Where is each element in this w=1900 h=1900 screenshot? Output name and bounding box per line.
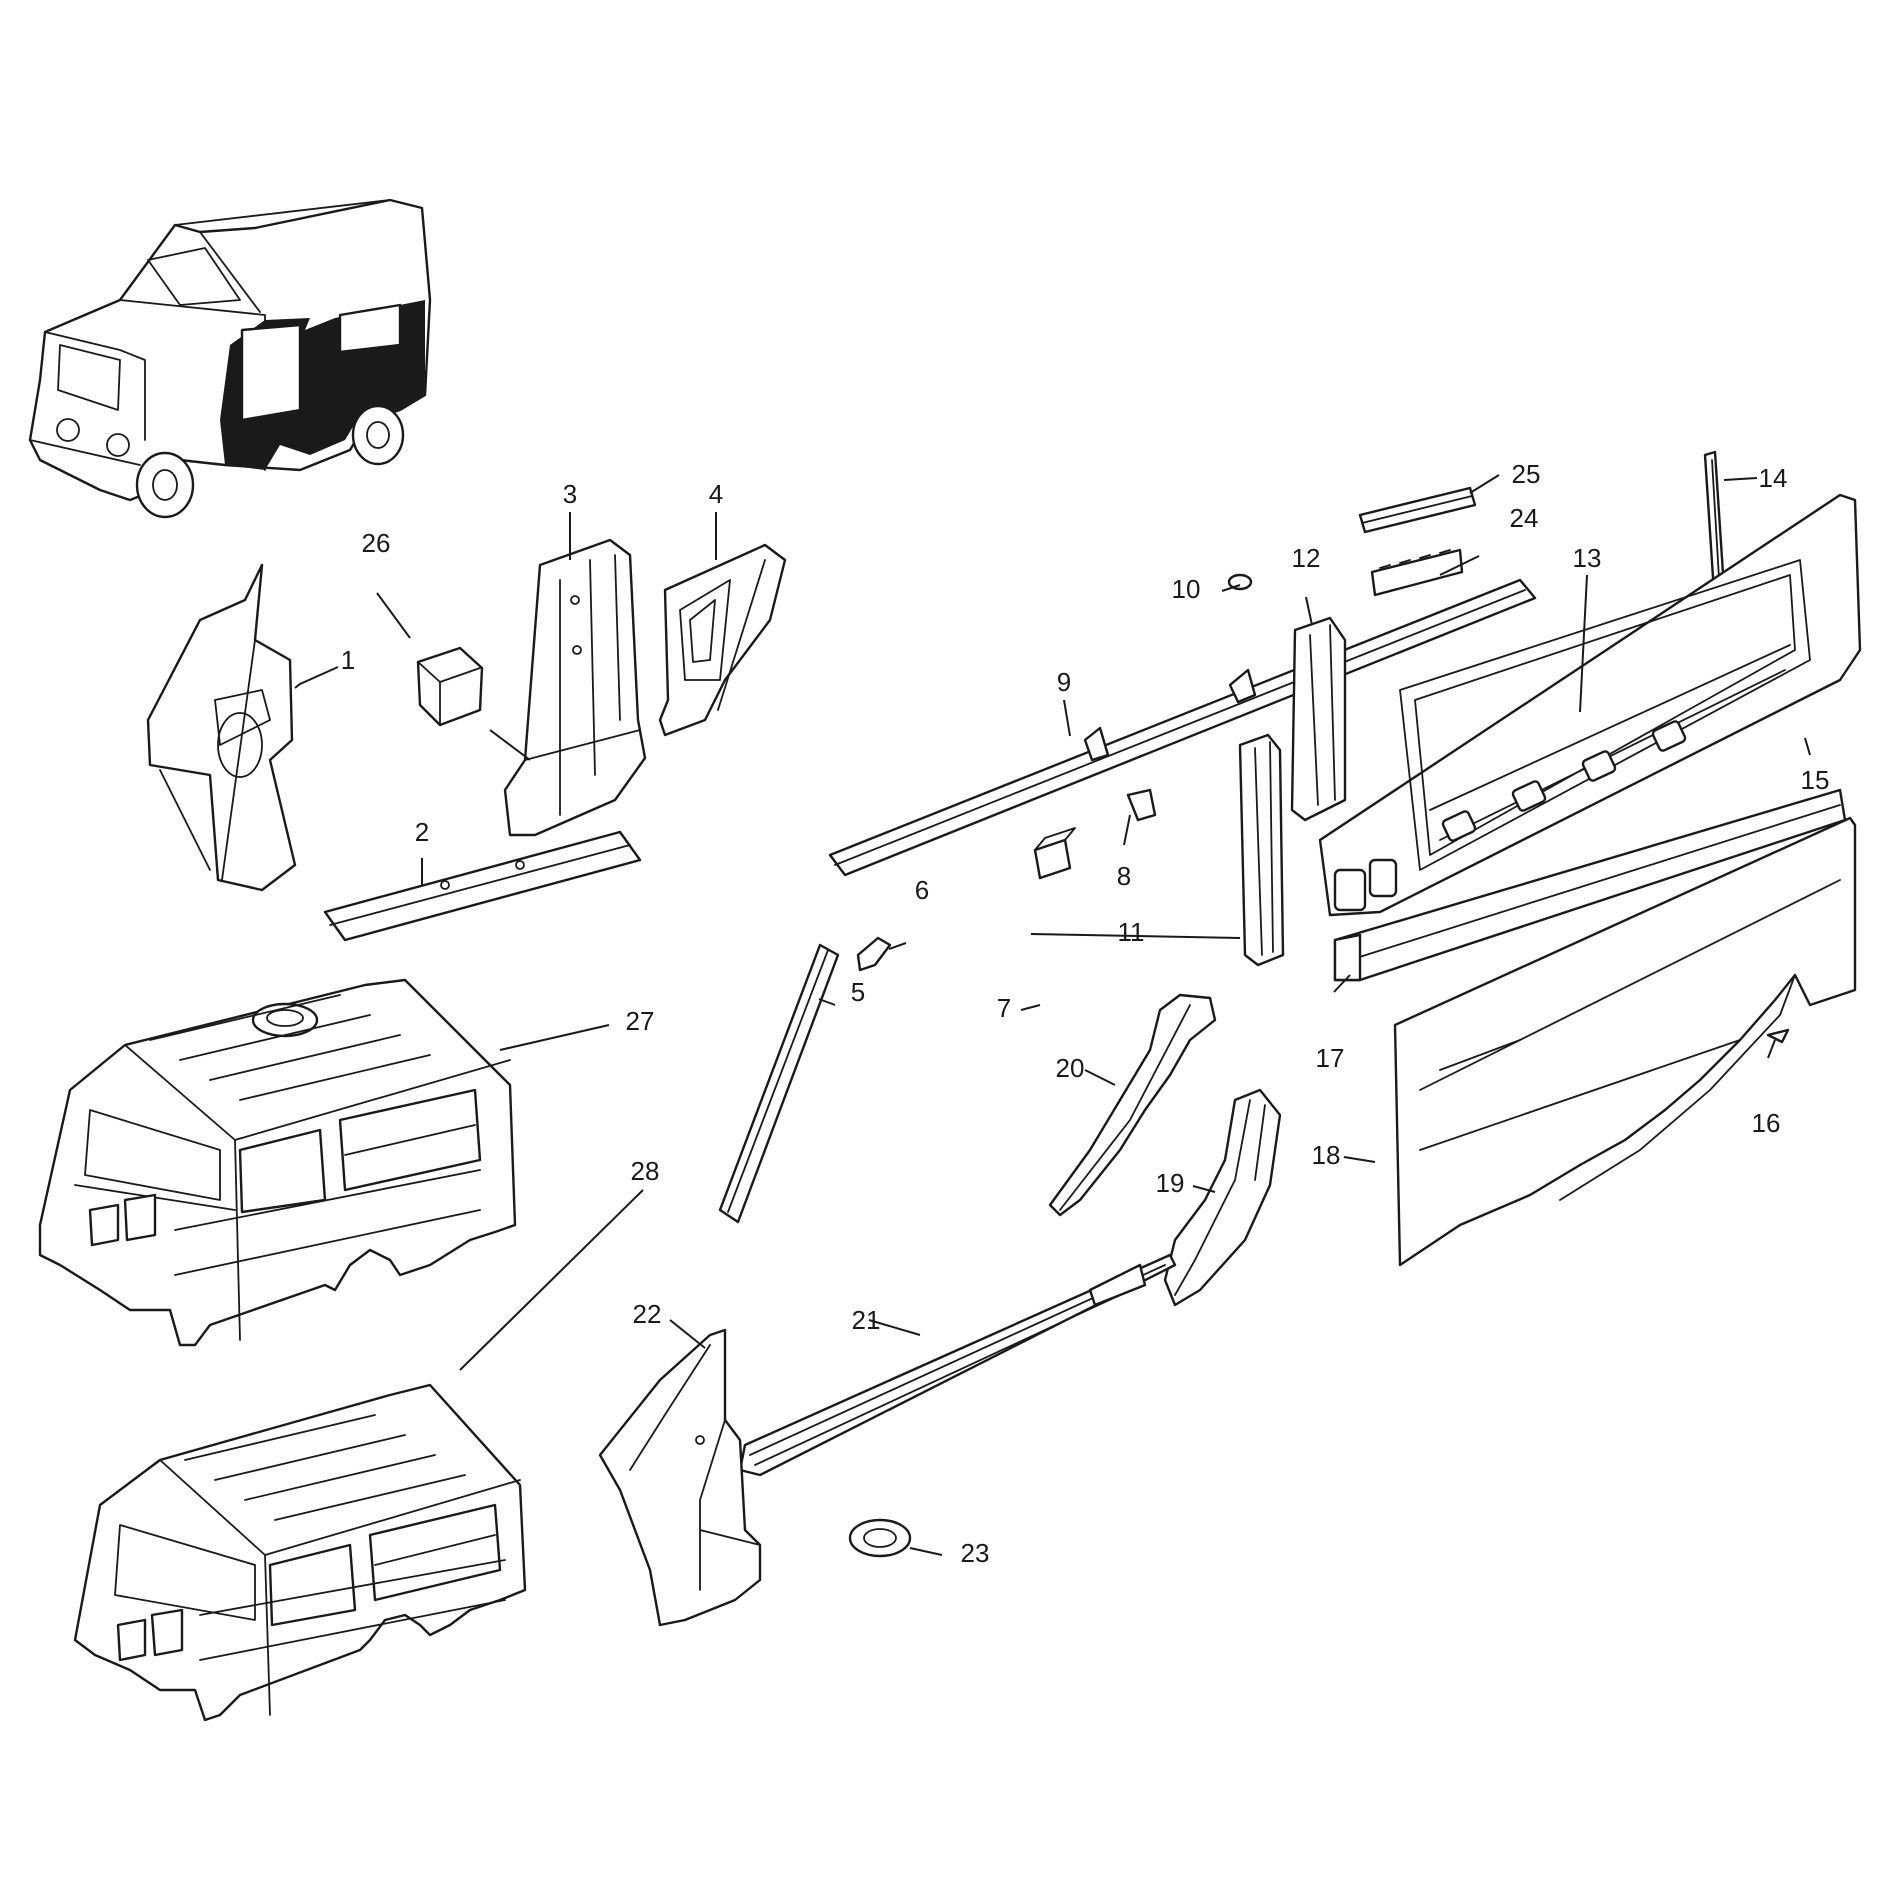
part-22-front-wheel-house: [598, 1328, 762, 1627]
callout-27: 27: [626, 1006, 655, 1036]
callout-20: 20: [1056, 1053, 1085, 1083]
callout-26: 26: [362, 528, 391, 558]
callout-28: 28: [631, 1156, 660, 1186]
part-2-sill-rail: [323, 830, 642, 942]
part-4-upper-panel: [658, 543, 787, 737]
part-24-bracket-strip: [1370, 548, 1464, 597]
callout-2: 2: [415, 817, 429, 847]
callout-15: 15: [1801, 765, 1830, 795]
callout-8: 8: [1117, 861, 1131, 891]
callout-16: 16: [1752, 1108, 1781, 1138]
reference-vehicle: [28, 198, 432, 519]
part-20-curved-brace: [1048, 993, 1217, 1217]
part-10-clip: [1227, 573, 1253, 591]
part-9-roof-rail: [828, 578, 1537, 877]
part-17-lower-rail: [1333, 788, 1847, 982]
callout-7: 7: [997, 993, 1011, 1023]
callout-9: 9: [1057, 667, 1071, 697]
part-21-floor-rail: [738, 1253, 1177, 1477]
callout-23: 23: [961, 1538, 990, 1568]
callout-labels: 1 2 3 4 5 6 7 8 9 10 11 12 13 14 15 16 1…: [341, 459, 1830, 1568]
callout-19: 19: [1156, 1168, 1185, 1198]
part-25-strip: [1358, 486, 1477, 534]
part-6-small-bracket: [856, 936, 892, 972]
callout-21: 21: [852, 1305, 881, 1335]
callout-17: 17: [1316, 1043, 1345, 1073]
callout-22: 22: [633, 1299, 662, 1329]
part-16-clip: [1766, 1028, 1790, 1044]
part-3-b-pillar: [503, 538, 647, 837]
part-11-inner-pillar: [1238, 733, 1285, 967]
part-26-small-block: [416, 646, 484, 727]
callout-18: 18: [1312, 1140, 1341, 1170]
part-27-body-shell-with-roof-hatch: [38, 978, 517, 1347]
part-8-bracket: [1126, 788, 1157, 822]
callout-24: 24: [1510, 503, 1539, 533]
part-7-bracket: [1033, 827, 1076, 880]
callout-1: 1: [341, 645, 355, 675]
part-1-front-pillar: [146, 563, 297, 892]
part-19-rear-wheel-arch-brace: [1163, 1088, 1282, 1307]
part-28-body-shell: [73, 1383, 527, 1722]
callout-12: 12: [1292, 543, 1321, 573]
callout-10: 10: [1172, 574, 1201, 604]
callout-11: 11: [1118, 917, 1145, 947]
callout-25: 25: [1512, 459, 1541, 489]
part-18-rear-side-outer-panel: [1393, 816, 1857, 1267]
part-12-pillar: [1290, 616, 1347, 822]
callout-13: 13: [1573, 543, 1602, 573]
part-13-inner-panel: [1333, 644, 1791, 912]
callout-6: 6: [915, 875, 929, 905]
callout-4: 4: [709, 479, 723, 509]
callout-5: 5: [851, 977, 865, 1007]
part-5-a-pillar-strip: [718, 943, 840, 1224]
leader-lines: [294, 474, 1811, 1556]
callout-3: 3: [563, 479, 577, 509]
part-15-rear-side-panel: [1318, 493, 1862, 917]
part-23-grommet: [848, 1518, 912, 1558]
callout-14: 14: [1759, 463, 1788, 493]
